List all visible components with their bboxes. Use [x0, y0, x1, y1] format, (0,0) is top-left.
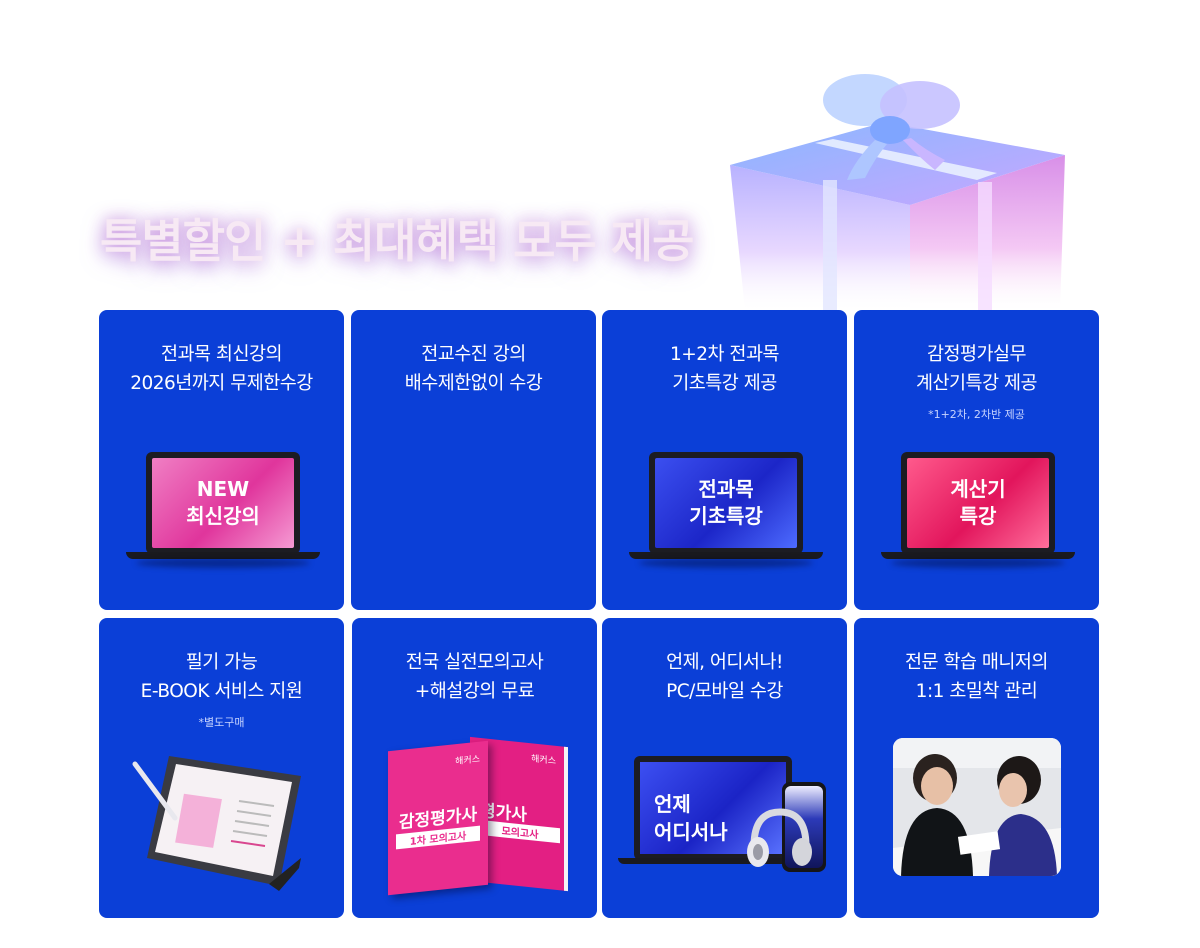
card-note: *별도구매 [198, 716, 245, 729]
laptop-image: 계산기 특강 [881, 452, 1075, 568]
benefit-card-pc-mobile: 언제, 어디서나! PC/모바일 수강 언제 어디서나 [602, 618, 847, 918]
card-title: 전교수진 강의 배수제한없이 수강 [404, 344, 543, 394]
laptop-image: NEW 최신강의 [126, 452, 320, 568]
headphones-icon [747, 808, 812, 867]
laptop-image: 언제 어디서나 [618, 756, 808, 868]
card-title: 전국 실전모의고사 +해설강의 무료 [405, 652, 544, 702]
benefit-card-calculator-lecture: 감정평가실무 계산기특강 제공 *1+2차, 2차반 제공 계산기 특강 [854, 310, 1099, 610]
gift-box-image [730, 74, 1065, 310]
benefit-card-all-professors: 전교수진 강의 배수제한없이 수강 [351, 310, 596, 610]
card-title: 감정평가실무 계산기특강 제공 [915, 344, 1038, 394]
card-title: 필기 가능 E-BOOK 서비스 지원 [140, 652, 303, 702]
mentoring-photo [893, 738, 1061, 876]
benefit-card-latest-lectures: 전과목 최신강의 2026년까지 무제한수강 NEW 최신강의 [99, 310, 344, 610]
tablet-image [132, 756, 301, 891]
card-title: 전과목 최신강의 2026년까지 무제한수강 [130, 344, 313, 394]
benefit-card-basic-lectures: 1+2차 전과목 기초특강 제공 전과목 기초특강 [602, 310, 847, 610]
card-title: 언제, 어디서나! PC/모바일 수강 [666, 652, 783, 702]
benefit-card-mock-exam: 전국 실전모의고사 +해설강의 무료 해커스 평가사 모의고사 해커스 감정평가… [352, 618, 597, 918]
benefit-card-manager: 전문 학습 매니저의 1:1 초밀착 관리 [854, 618, 1099, 918]
benefit-card-ebook: 필기 가능 E-BOOK 서비스 지원 *별도구매 [99, 618, 344, 918]
book-image-front: 해커스 감정평가사 1차 모의고사 [388, 740, 488, 896]
card-note: *1+2차, 2차반 제공 [928, 408, 1025, 421]
card-title: 전문 학습 매니저의 1:1 초밀착 관리 [905, 652, 1048, 702]
page-headline: 특별할인 + 최대혜택 모두 제공 [100, 214, 694, 268]
laptop-image: 전과목 기초특강 [629, 452, 823, 568]
card-title: 1+2차 전과목 기초특강 제공 [669, 344, 780, 394]
